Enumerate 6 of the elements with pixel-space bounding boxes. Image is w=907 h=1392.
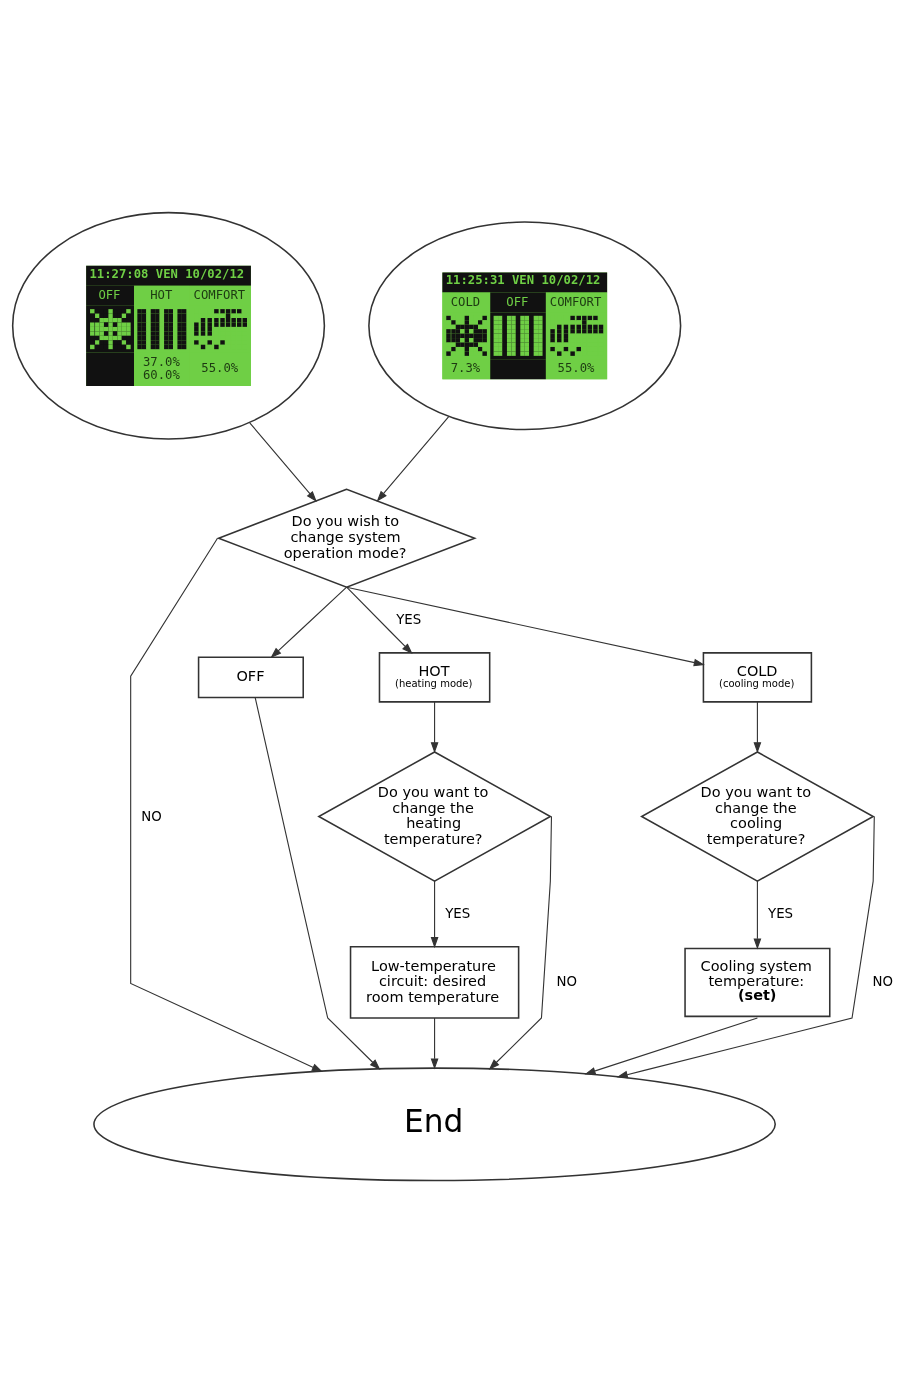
edge-label: YES — [767, 905, 794, 921]
edge-label: YES — [445, 905, 471, 921]
edge-label: YES — [396, 611, 422, 627]
edge-label: NO — [872, 973, 894, 989]
edge-label: NO — [141, 808, 162, 824]
edge-label: NO — [556, 973, 577, 989]
